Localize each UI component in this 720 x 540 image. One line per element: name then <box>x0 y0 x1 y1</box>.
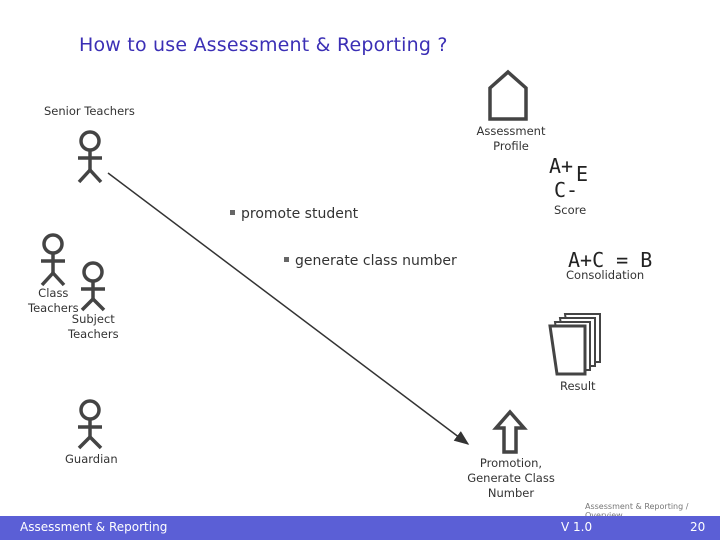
generate-text: generate class number <box>295 253 457 269</box>
assessment-profile-label: Assessment Profile <box>476 124 546 153</box>
breadcrumb: Assessment & Reporting / Overview <box>585 502 689 520</box>
grade-e: E <box>576 162 589 186</box>
house-icon <box>488 69 528 121</box>
consolidation-label: Consolidation <box>566 268 645 282</box>
class-teacher-figure <box>40 233 66 287</box>
generate-action: generate class number <box>284 253 457 269</box>
footer-version: V 1.0 <box>561 520 593 534</box>
guardian-figure <box>77 399 103 450</box>
score-label: Score <box>554 203 587 217</box>
result-label: Result <box>560 379 596 393</box>
subject-teacher-figure <box>80 261 106 312</box>
bullet-icon <box>230 209 235 215</box>
footer-bar: Assessment & Reporting V 1.0 20 <box>0 516 720 540</box>
class-teachers-label: Class Teachers <box>28 286 79 315</box>
subject-teachers-label: Subject Teachers <box>68 312 119 341</box>
page-title: How to use Assessment & Reporting ? <box>79 34 448 56</box>
promote-text: promote student <box>241 206 359 222</box>
guardian-label: Guardian <box>65 452 118 466</box>
footer-title: Assessment & Reporting <box>20 520 168 534</box>
senior-teacher-figure <box>77 130 103 184</box>
senior-teachers-label: Senior Teachers <box>44 104 135 118</box>
consolidation-formula: A+C = B <box>568 248 653 272</box>
document-stack-icon <box>548 313 601 376</box>
grade-c-minus: C- <box>554 178 579 202</box>
up-arrow-icon <box>492 409 528 454</box>
flow-arrow <box>107 172 470 445</box>
page-number: 20 <box>690 520 706 534</box>
grade-a-plus: A+ <box>549 154 574 178</box>
promotion-label: Promotion, Generate Class Number <box>467 456 555 500</box>
promote-action: promote student <box>230 206 358 222</box>
bullet-icon <box>284 256 289 262</box>
